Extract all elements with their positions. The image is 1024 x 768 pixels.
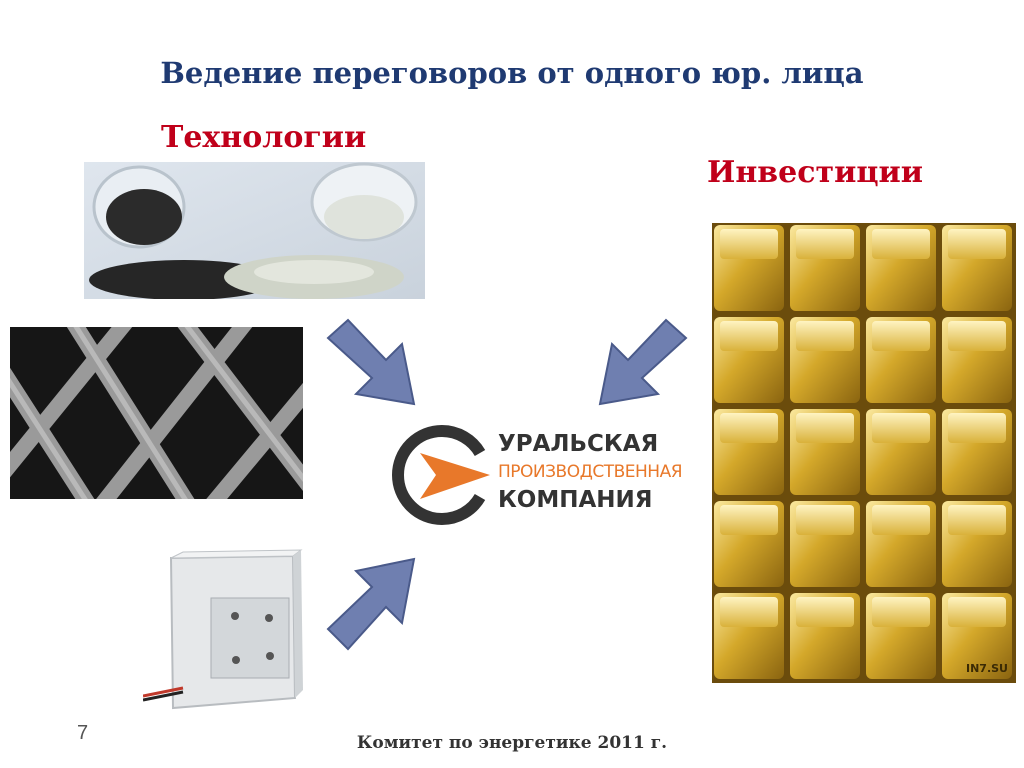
gold-bars-photo: IN7.SU xyxy=(712,223,1016,683)
slide-title: Ведение переговоров от одного юр. лица xyxy=(160,56,864,90)
heading-technologies: Технологии xyxy=(161,120,367,155)
logo-line-3: КОМПАНИЯ xyxy=(498,487,653,513)
device-photo xyxy=(143,548,308,723)
heading-investments: Инвестиции xyxy=(707,155,924,190)
photo-watermark: IN7.SU xyxy=(966,662,1008,675)
microscope-mesh-photo xyxy=(10,327,303,499)
logo-line-1: УРАЛЬСКАЯ xyxy=(498,431,659,457)
granules-photo xyxy=(84,162,425,299)
arrow-down-left-icon xyxy=(598,318,688,406)
arrow-down-right-icon xyxy=(326,318,416,406)
page-number: 7 xyxy=(77,722,89,744)
logo-line-2: ПРОИЗВОДСТВЕННАЯ xyxy=(498,462,683,482)
company-logo: УРАЛЬСКАЯ ПРОИЗВОДСТВЕННАЯ КОМПАНИЯ xyxy=(390,423,683,527)
logo-mark-icon xyxy=(392,425,490,525)
footer-text: Комитет по энергетике 2011 г. xyxy=(356,733,668,753)
arrow-up-right-icon xyxy=(326,557,416,651)
